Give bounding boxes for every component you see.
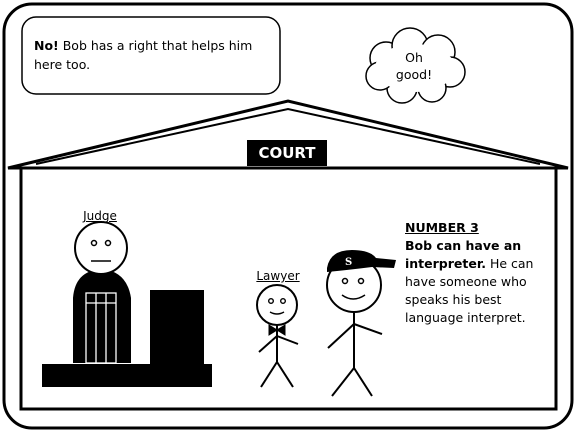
speech-emphasis: No! bbox=[34, 38, 59, 53]
judge-bench-base bbox=[42, 364, 212, 387]
right-detail: He can have someone who speaks his best … bbox=[405, 256, 534, 325]
lawyer-label: Lawyer bbox=[256, 269, 300, 283]
speech-bubble-text: No! Bob has a right that helps him here … bbox=[34, 36, 274, 74]
judge-bench-desk bbox=[150, 290, 204, 364]
svg-text:S: S bbox=[345, 257, 352, 268]
court-sign: COURT bbox=[247, 140, 327, 166]
speech-body: Bob has a right that helps him here too. bbox=[34, 38, 253, 72]
lawyer-figure bbox=[256, 284, 299, 388]
baseball-cap-icon: S bbox=[327, 250, 396, 272]
speech-bubble bbox=[21, 16, 281, 95]
right-description: NUMBER 3 Bob can have an interpreter. He … bbox=[405, 219, 560, 327]
court-roof-inner bbox=[35, 107, 541, 165]
thought-cloud-center bbox=[375, 44, 455, 92]
right-heading: NUMBER 3 bbox=[405, 220, 479, 235]
right-summary: Bob can have an interpreter. bbox=[405, 238, 522, 271]
thought-text: Oh good! bbox=[395, 50, 433, 82]
judge-label: Judge bbox=[83, 209, 117, 223]
judge-figure bbox=[73, 221, 131, 364]
